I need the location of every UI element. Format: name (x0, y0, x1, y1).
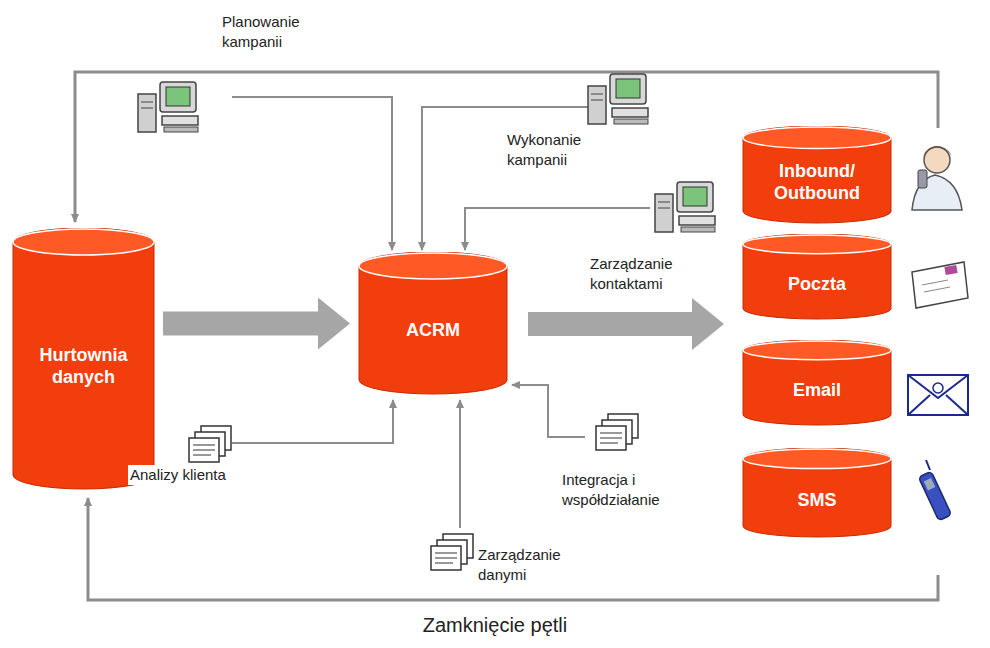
node-label: ACRM (398, 299, 468, 348)
function-label: Planowanie kampanii (220, 12, 334, 51)
arrow-shape (163, 298, 350, 350)
letter-icon (912, 262, 968, 308)
node-text-group: Hurtownia danych (26, 324, 142, 395)
function-label: Integracja i współdziałanie (560, 470, 714, 509)
email-icon (908, 375, 968, 415)
person-icon (912, 146, 962, 210)
function-label: Analizy klienta (128, 465, 228, 485)
node-text-group: Poczta (780, 253, 854, 302)
flow-arrow (163, 298, 350, 350)
function-label: Zarządzanie kontaktami (588, 254, 702, 293)
caption-row: Zamknięcie pętli (0, 612, 990, 638)
node-label: Hurtownia danych (26, 324, 142, 395)
cylinder-node: Inbound/ Outbound (742, 126, 892, 224)
phone-icon (919, 460, 952, 521)
cylinder-node: Poczta (742, 234, 892, 320)
cylinder-node: Email (742, 340, 892, 426)
node-label: Inbound/ Outbound (747, 140, 887, 211)
function-label: Zarządzanie danymi (476, 545, 590, 584)
node-text-group: Inbound/ Outbound (747, 140, 887, 211)
node-text-group: ACRM (398, 299, 468, 348)
node-label: Poczta (780, 253, 854, 302)
document-icon (431, 534, 473, 570)
cylinder-node: SMS (742, 448, 892, 538)
function-label: Wykonanie kampanii (505, 130, 619, 169)
node-text-group: SMS (789, 469, 844, 518)
node-text-group: Email (785, 359, 849, 408)
caption: Zamknięcie pętli (419, 614, 572, 636)
cylinder-node: Hurtownia danych (12, 228, 155, 490)
document-icon (189, 426, 231, 462)
computer-icon (588, 74, 648, 124)
node-label: Email (785, 359, 849, 408)
cylinder-node: ACRM (358, 252, 508, 395)
document-icon (596, 414, 638, 450)
computer-icon (138, 82, 198, 132)
node-label: SMS (789, 469, 844, 518)
computer-icon (655, 182, 715, 232)
